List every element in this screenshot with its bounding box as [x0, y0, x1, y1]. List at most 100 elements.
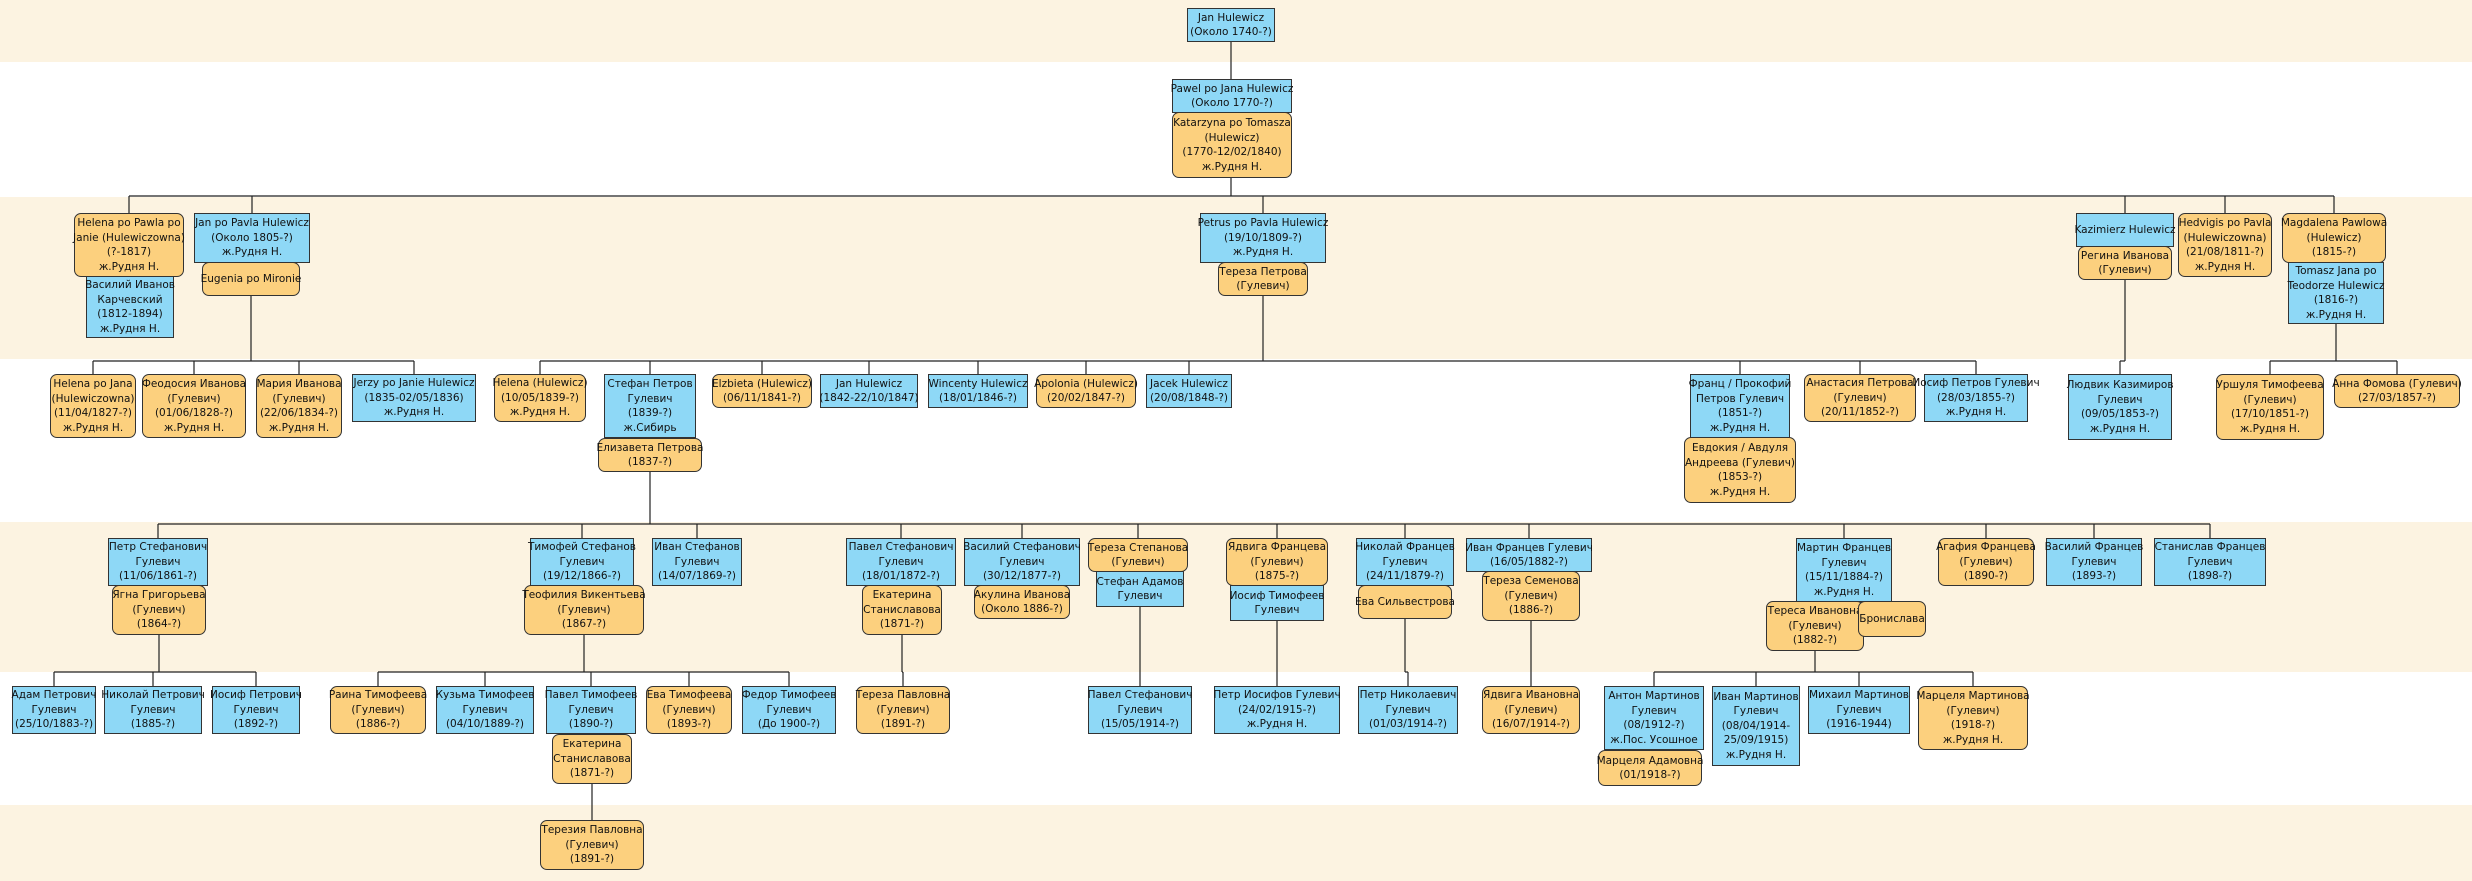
female-person-box-p19[interactable]: Helena (Hulewicz)(10/05/1839-?)ж.Рудня Н… [492, 374, 588, 422]
person-text-line: Magdalena Pawlowa [2280, 217, 2388, 230]
person-text-line: Ядвига Ивановна [1482, 689, 1580, 702]
male-person-box-p49[interactable]: Иван Францев Гулевич(16/05/1882-?) [1465, 538, 1593, 572]
male-person-box-p18[interactable]: Jerzy po Janie Hulewicz(1835-02/05/1836)… [352, 374, 476, 422]
female-person-box-p50[interactable]: Тереза Семенова(Гулевич)(1886-?) [1482, 571, 1580, 621]
person-text-line: Helena (Hulewicz) [492, 377, 588, 390]
female-person-box-p54[interactable]: Агафия Францева(Гулевич)(1890-?) [1936, 538, 2036, 586]
person-text-line: Мартин Францев [1796, 542, 1892, 554]
person-text-line: Иосиф Тимофеев [1229, 589, 1325, 602]
female-person-box-p21[interactable]: Елизавета Петрова(1837-?) [597, 438, 703, 472]
female-person-box-p13[interactable]: Magdalena Pawlowa(Hulewicz)(1815-?) [2280, 213, 2388, 263]
person-text-line: Агафия Францева [1936, 541, 2036, 554]
male-person-box-p8[interactable]: Petrus po Pavla Hulewicz(19/10/1809-?)ж.… [1198, 213, 1328, 263]
person-text-line: ж.Рудня Н. [98, 260, 160, 273]
female-person-box-p45[interactable]: Ядвига Францева(Гулевич)(1875-?) [1226, 538, 1328, 586]
male-person-box-p1[interactable]: Jan Hulewicz(Около 1740-?) [1187, 8, 1275, 42]
person-text-line: Гулевич [1733, 705, 1779, 718]
female-person-box-p29[interactable]: Анастасия Петрова(Гулевич)(20/11/1852-?) [1804, 374, 1916, 422]
female-person-box-p60[interactable]: Раина Тимофеева(Гулевич)(1886-?) [329, 686, 427, 734]
female-person-box-p15[interactable]: Helena po Jana(Hulewiczowna)(11/04/1827-… [50, 374, 136, 438]
person-text-line: (1867-?) [561, 618, 607, 631]
male-person-box-p6[interactable]: Jan po Pavla Hulewicz(Около 1805-?)ж.Руд… [194, 213, 310, 263]
female-person-box-p66[interactable]: Тереза Павловна(Гулевич)(1891-?) [856, 686, 950, 734]
female-person-box-p52[interactable]: Тереса Ивановна(Гулевич)(1882-?) [1766, 601, 1864, 651]
female-person-box-p48[interactable]: Ева Сильвестрова [1355, 585, 1455, 619]
female-person-box-p16[interactable]: Феодосия Иванова(Гулевич)(01/06/1828-?)ж… [142, 374, 246, 438]
female-person-box-p37[interactable]: Теофилия Викентьева(Гулевич)(1867-?) [522, 585, 646, 635]
female-person-box-p72[interactable]: Марцеля Адамовна(01/1918-?) [1596, 750, 1704, 786]
male-person-box-p24[interactable]: Wincenty Hulewicz(18/01/1846-?) [928, 374, 1028, 408]
person-text-line: Станиславова [863, 603, 941, 616]
male-person-box-p23[interactable]: Jan Hulewicz(1842-22/10/1847) [819, 374, 919, 408]
female-person-box-p17[interactable]: Мария Иванова(Гулевич)(22/06/1834-?)ж.Ру… [256, 374, 342, 438]
female-person-box-p12[interactable]: Hedvigis po Pavla(Hulewiczowna)(21/08/18… [2178, 213, 2272, 277]
female-person-box-p53[interactable]: Бронислава [1858, 601, 1926, 637]
female-person-box-p32[interactable]: Уршуля Тимофеева(Гулевич)(17/10/1851-?)ж… [2216, 374, 2324, 440]
person-text-line: Марцеля Адамовна [1596, 754, 1704, 767]
male-person-box-p26[interactable]: Jacek Hulewicz(20/08/1848-?) [1146, 374, 1232, 408]
person-text-line: ж.Рудня Н. [2305, 308, 2367, 321]
person-text-line: Гулевич [1821, 556, 1867, 569]
female-person-box-p43[interactable]: Тереза Степанова(Гулевич) [1088, 538, 1188, 572]
male-person-box-p2[interactable]: Pawel po Jana Hulewicz(Около 1770-?) [1171, 79, 1293, 113]
person-text-line: Гулевич [1836, 703, 1882, 716]
female-person-box-p22[interactable]: Elzbieta (Hulewicz)(06/11/1841-?) [712, 374, 812, 408]
person-text-line: (19/12/1866-?) [542, 570, 622, 583]
female-person-box-p11[interactable]: Регина Иванова(Гулевич) [2078, 246, 2172, 280]
female-person-box-p75[interactable]: Марцеля Мартинова(Гулевич)(1918-?)ж.Рудн… [1916, 686, 2030, 750]
female-person-box-p7[interactable]: Eugenia po Mironie [201, 262, 301, 296]
female-person-box-p76[interactable]: Терезия Павловна(Гулевич)(1891-?) [540, 820, 644, 870]
person-text-line: Екатерина [562, 738, 622, 751]
person-text-line: Мария Иванова [256, 378, 342, 390]
person-text-line: Павел Стефанович [848, 541, 954, 554]
person-text-line: ж.Рудня Н. [1945, 406, 2007, 419]
female-person-box-p42[interactable]: Акулина Иванова(Около 1886-?) [974, 585, 1070, 619]
female-person-box-p25[interactable]: Apolonia (Hulewicz)(20/02/1847-?) [1034, 374, 1138, 408]
male-person-box-p68[interactable]: Петр Иосифов Гулевич(24/02/1915-?)ж.Рудн… [1213, 686, 1341, 734]
female-person-box-p3[interactable]: Katarzyna po Tomasza(Hulewicz)(1770-12/0… [1172, 112, 1292, 178]
person-text-line: (09/05/1853-?) [2080, 408, 2160, 420]
person-text-line: (24/11/1879-?) [1365, 570, 1445, 583]
female-person-box-p9[interactable]: Тереза Петрова(Гулевич) [1218, 262, 1308, 296]
female-person-box-p64[interactable]: Ева Тимофеева(Гулевич)(1893-?) [646, 686, 732, 734]
male-person-box-p30[interactable]: Иосиф Петров Гулевич(28/03/1855-?)ж.Рудн… [1912, 374, 2040, 422]
female-person-box-p35[interactable]: Ягна Григорьева(Гулевич)(1864-?) [112, 585, 206, 635]
female-person-box-p33[interactable]: Анна Фомова (Гулевич)(27/03/1857-?) [2332, 374, 2462, 408]
person-text-line: (1893-?) [2071, 570, 2117, 583]
person-text-line: Иван Мартинов [1713, 690, 1799, 703]
male-person-box-p10[interactable]: Kazimierz Hulewicz [2074, 213, 2176, 247]
female-person-box-p70[interactable]: Ядвига Ивановна(Гулевич)(16/07/1914-?) [1482, 686, 1580, 734]
person-text-line: Гулевич [2071, 555, 2117, 568]
